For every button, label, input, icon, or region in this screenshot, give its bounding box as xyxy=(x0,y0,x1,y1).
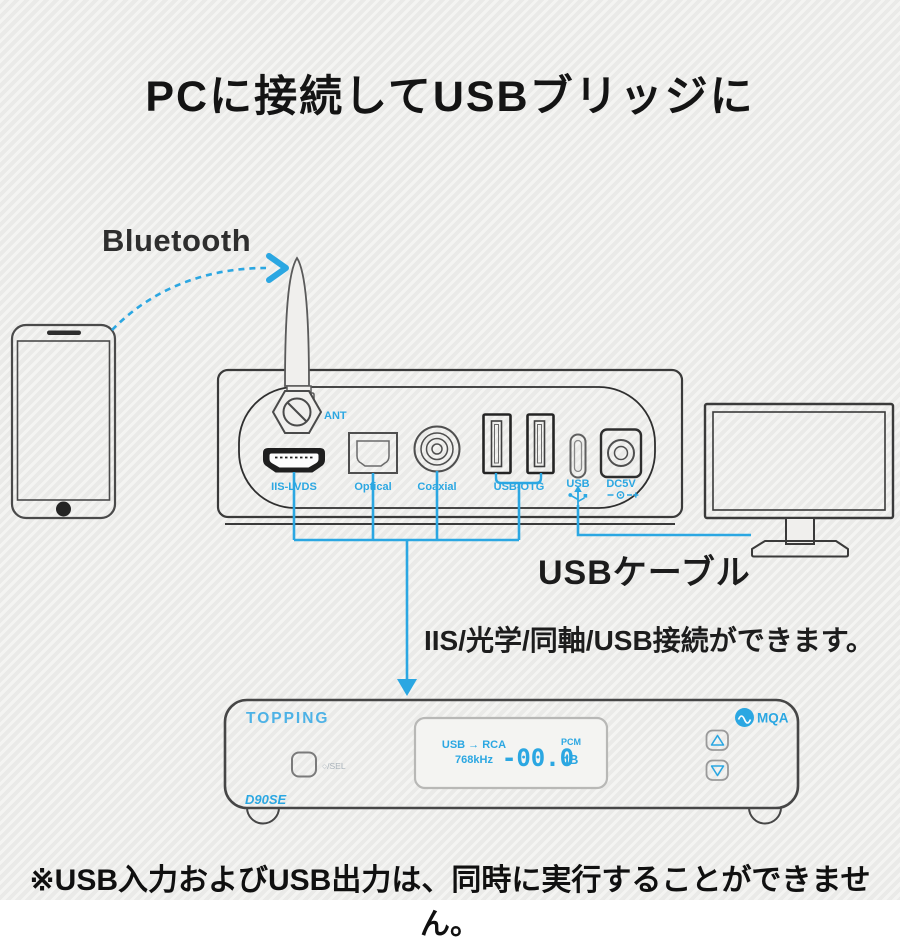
rear-panel xyxy=(216,368,684,525)
mqa-logo: MQA xyxy=(735,708,789,727)
coaxial-port-icon xyxy=(413,425,461,473)
dac-front-panel: TOPPING D90SE ○/SEL USB → RCA 768kHz -00… xyxy=(223,698,800,825)
up-button xyxy=(705,729,729,751)
topping-logo: TOPPING xyxy=(246,710,329,727)
usb-cable-label: USBケーブル xyxy=(538,554,751,592)
usb-c-port-icon xyxy=(569,433,587,479)
smartphone xyxy=(10,323,117,520)
up-triangle-icon xyxy=(710,734,725,746)
usb-cable-line xyxy=(576,505,751,537)
down-arrow-icon xyxy=(397,679,417,696)
display-level: -00.0 xyxy=(502,744,574,772)
left-foot xyxy=(246,807,280,825)
display-unit: dB xyxy=(561,752,578,767)
sel-button xyxy=(291,751,317,778)
monitor-stand xyxy=(785,517,815,545)
mqa-label: MQA xyxy=(757,711,789,726)
optical-label: Optical xyxy=(354,481,391,493)
phone-speaker xyxy=(47,330,81,335)
right-foot xyxy=(748,807,782,825)
diagram-art: ANT xyxy=(10,253,895,825)
model-label: D90SE xyxy=(245,792,287,807)
footnote: ※USB入力およびUSB出力は、同時に実行することができません。 xyxy=(29,864,871,941)
usb-otg-label: USB-OTG xyxy=(494,481,545,493)
usb-otg-ports-icon xyxy=(482,413,555,485)
monitor xyxy=(703,402,895,558)
iis-label: IIS-LVDS xyxy=(271,481,317,493)
optical-port-icon xyxy=(348,432,398,474)
sel-button-label: ○/SEL xyxy=(322,761,346,771)
page-title: PCに接続してUSBブリッジに xyxy=(145,73,755,121)
antenna xyxy=(271,256,323,434)
usb-trident-icon xyxy=(568,485,588,505)
dc-jack-icon xyxy=(599,428,643,479)
phone-home-button xyxy=(56,501,71,517)
bluetooth-arrow-icon xyxy=(111,253,289,331)
display-route: USB → RCA xyxy=(442,739,506,751)
connection-lines xyxy=(292,471,751,681)
ant-label: ANT xyxy=(324,410,347,422)
coaxial-label: Coaxial xyxy=(417,481,456,493)
monitor-base xyxy=(751,540,849,558)
display-rate: 768kHz xyxy=(455,754,493,766)
display-screen xyxy=(413,716,609,790)
dc-polarity-icon xyxy=(607,491,639,499)
down-triangle-icon xyxy=(710,765,725,777)
iis-lvds-port-icon xyxy=(263,448,325,473)
bluetooth-label: Bluetooth xyxy=(102,223,252,258)
down-button xyxy=(705,759,729,781)
display-format: PCM xyxy=(561,737,581,747)
usb-label: USB xyxy=(566,478,589,490)
connections-label: IIS/光学/同軸/USB接続ができます。 xyxy=(424,625,874,656)
dc5v-label: DC5V xyxy=(606,478,636,490)
